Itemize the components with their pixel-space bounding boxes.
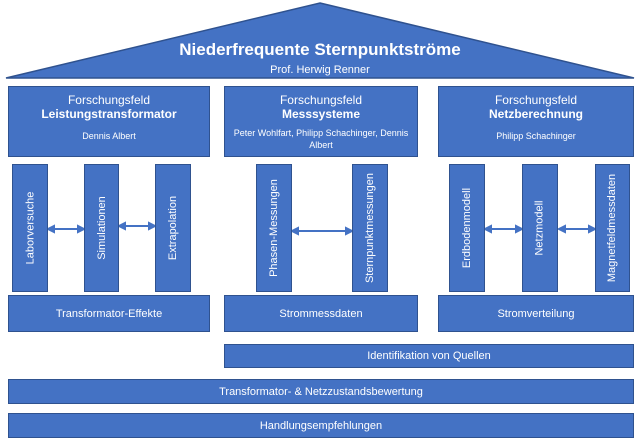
bar-identifikation: Identifikation von Quellen	[224, 344, 634, 368]
pillar-sternpunktmessungen: Sternpunktmessungen	[352, 164, 388, 292]
base-strommessdaten: Strommessdaten	[224, 295, 418, 332]
pillar-magnetfeldmessdaten: Magnetfeldmessdaten	[595, 164, 630, 292]
bar-handlungsempfehlungen: Handlungsempfehlungen	[8, 413, 634, 438]
pillar-simulationen: Simulationen	[84, 164, 119, 292]
field-people: Peter Wohlfart, Philipp Schachinger, Den…	[233, 128, 409, 150]
roof-title: Niederfrequente Sternpunktströme	[179, 40, 461, 59]
pillar-extrapolation: Extrapolation	[155, 164, 191, 292]
pillar-erdbodenmodell: Erdbodenmodell	[449, 164, 485, 292]
field-label: Forschungsfeld	[494, 93, 578, 107]
bar-zustandsbewertung: Transformator- & Netzzustandsbewertung	[8, 379, 634, 404]
pillar-netzmodell: Netzmodell	[522, 164, 558, 292]
roof-subtitle: Prof. Herwig Renner	[270, 64, 370, 76]
field-people: Dennis Albert	[82, 131, 136, 141]
base-stromverteilung: Stromverteilung	[438, 295, 634, 332]
field-label: Forschungsfeld	[67, 93, 151, 107]
field-messsysteme: Forschungsfeld Messsysteme Peter Wohlfar…	[224, 86, 418, 157]
field-label: Forschungsfeld	[279, 93, 363, 107]
field-name: Netzberechnung	[488, 107, 583, 121]
field-name: Leistungstransformator	[41, 107, 177, 121]
field-netzberechnung: Forschungsfeld Netzberechnung Philipp Sc…	[438, 86, 634, 157]
field-leistungstransformator: Forschungsfeld Leistungstransformator De…	[8, 86, 210, 157]
field-people: Philipp Schachinger	[496, 131, 576, 141]
pillar-phasen-messungen: Phasen-Messungen	[256, 164, 292, 292]
base-transformator-effekte: Transformator-Effekte	[8, 295, 210, 332]
pillar-laborversuche: Laborversuche	[12, 164, 48, 292]
field-name: Messsysteme	[281, 107, 361, 121]
